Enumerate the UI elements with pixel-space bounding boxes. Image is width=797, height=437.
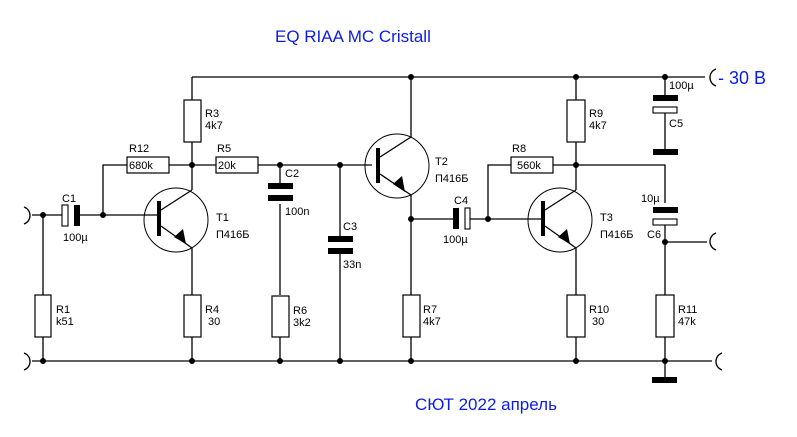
supply-connector[interactable] xyxy=(709,68,717,87)
C4-value: 100µ xyxy=(443,234,468,246)
supply-rail xyxy=(192,74,705,80)
R5-ref: R5 xyxy=(217,143,231,155)
R6-ref: R6 xyxy=(293,305,307,317)
T3-type: П416Б xyxy=(600,229,633,241)
R9-value: 4k7 xyxy=(589,120,607,132)
resistor-R12 xyxy=(126,156,170,174)
R7-ref: R7 xyxy=(423,304,437,316)
T3-ref: T3 xyxy=(600,212,613,224)
C6-value: 10µ xyxy=(641,193,660,205)
T2-ref: T2 xyxy=(435,156,448,168)
ground-rail xyxy=(32,358,712,364)
R8-value: 560k xyxy=(517,160,541,172)
resistor-R7 xyxy=(402,294,421,338)
input-connector-signal[interactable] xyxy=(23,206,31,225)
R10-ref: R10 xyxy=(589,304,609,316)
R7-value: 4k7 xyxy=(423,316,441,328)
capacitor-C2 xyxy=(268,183,293,201)
R3-ref: R3 xyxy=(205,108,219,120)
R6-value: 3k2 xyxy=(293,317,311,329)
footer-note: СЮТ 2022 апрель xyxy=(415,395,557,414)
resistor-R5 xyxy=(215,156,259,174)
R1-value: k51 xyxy=(56,316,74,328)
transistor-T3 xyxy=(527,187,593,253)
T1-ref: T1 xyxy=(216,212,229,224)
C1-value: 100µ xyxy=(63,232,88,244)
C5-ref: C5 xyxy=(669,118,683,130)
input-connector-ground[interactable] xyxy=(23,352,31,371)
resistor-R11 xyxy=(655,294,675,338)
R10-value: 30 xyxy=(592,316,604,328)
R5-value: 20k xyxy=(218,160,236,172)
R9-ref: R9 xyxy=(589,108,603,120)
T1-type: П416Б xyxy=(216,229,249,241)
C3-ref: C3 xyxy=(343,221,357,233)
output-connector-ground[interactable] xyxy=(715,352,723,371)
output-connector-signal[interactable] xyxy=(709,232,717,251)
R3-value: 4k7 xyxy=(205,120,223,132)
capacitor-C6 xyxy=(652,207,678,226)
capacitor-C1 xyxy=(61,204,80,227)
transistor-T1 xyxy=(143,187,209,253)
C6-ref: C6 xyxy=(647,229,661,241)
transistor-T2 xyxy=(364,133,430,199)
R8-ref: R8 xyxy=(512,143,526,155)
resistor-R4 xyxy=(183,294,202,338)
R12-ref: R12 xyxy=(129,143,149,155)
resistor-R1 xyxy=(34,294,52,338)
R11-value: 47k xyxy=(678,316,696,328)
C4-ref: C4 xyxy=(454,195,468,207)
T2-type: П416Б xyxy=(435,173,468,185)
capacitor-C5 xyxy=(652,95,678,155)
C5-value: 100µ xyxy=(669,80,694,92)
R4-value: 30 xyxy=(208,316,220,328)
resistor-R9 xyxy=(566,99,586,143)
C2-ref: C2 xyxy=(285,168,299,180)
capacitor-C4 xyxy=(453,207,471,230)
schematic-title: EQ RIAA MC Cristall xyxy=(275,27,431,46)
capacitor-C3 xyxy=(328,236,353,254)
C2-value: 100n xyxy=(285,206,309,218)
R4-ref: R4 xyxy=(205,304,219,316)
supply-voltage-label: - 30 В xyxy=(718,68,766,88)
R12-value: 680k xyxy=(129,160,153,172)
resistor-R10 xyxy=(566,294,586,338)
resistor-R3 xyxy=(183,99,202,143)
junction xyxy=(662,239,668,245)
C1-ref: C1 xyxy=(62,193,76,205)
resistor-R6 xyxy=(271,295,290,338)
resistor-R8 xyxy=(510,156,554,174)
C3-value: 33n xyxy=(343,259,361,271)
ground-plate xyxy=(652,377,677,383)
R11-ref: R11 xyxy=(678,304,697,316)
R1-ref: R1 xyxy=(56,304,70,316)
